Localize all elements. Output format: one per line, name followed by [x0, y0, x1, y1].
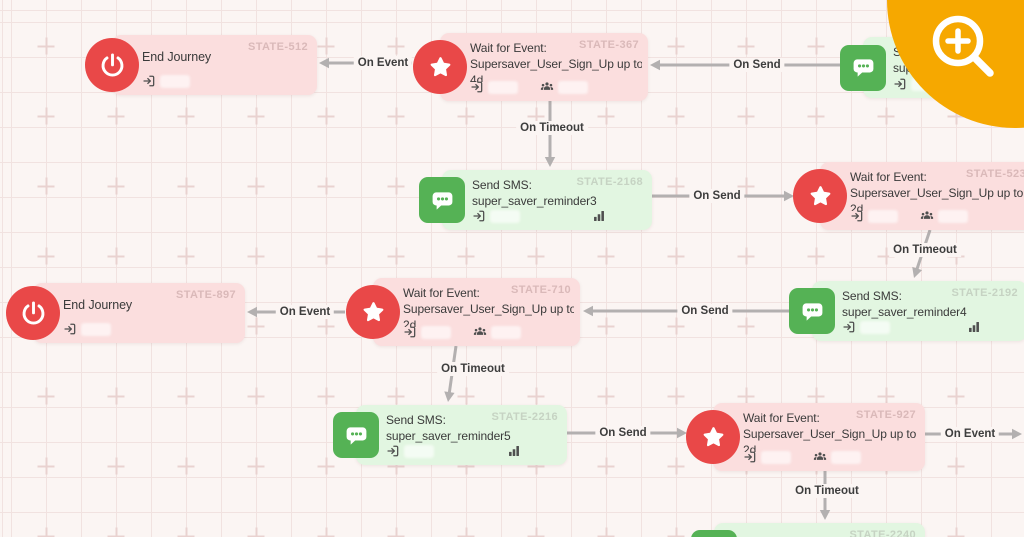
redacted-value — [421, 325, 451, 339]
users-icon — [920, 209, 934, 223]
chat-icon — [419, 177, 465, 223]
redacted-value — [831, 450, 861, 464]
node-state-id: STATE-710 — [510, 284, 571, 296]
node-title: Wait for Event:Supersaver_User_Sign_Up u… — [850, 170, 1024, 211]
enter-icon — [842, 320, 856, 334]
node-footer — [850, 209, 1024, 223]
power-icon — [6, 286, 60, 340]
node-title: Send SMS:super_saver_reminder4 — [842, 289, 967, 319]
node-footer — [386, 444, 557, 458]
chart-icon — [967, 320, 981, 334]
enter-icon — [472, 209, 486, 223]
flow-node-state-2216[interactable]: STATE-2216 Send SMS:super_saver_reminder… — [333, 405, 567, 465]
enter-icon — [743, 450, 757, 464]
redacted-value — [491, 325, 521, 339]
enter-icon — [470, 80, 484, 94]
node-state-id: STATE-897 — [175, 289, 236, 301]
redacted-value — [938, 209, 968, 223]
node-title: Wait for Event:Supersaver_User_Sign_Up u… — [470, 41, 642, 82]
enter-icon — [142, 74, 156, 88]
redacted-value — [404, 444, 434, 458]
flow-node-state-2168[interactable]: STATE-2168 Send SMS:super_saver_reminder… — [419, 170, 652, 230]
redacted-value — [860, 320, 890, 334]
node-state-id: STATE-2168 — [576, 176, 643, 188]
node-state-id: STATE-512 — [247, 41, 308, 53]
node-title: End Journey — [142, 50, 212, 64]
node-footer — [142, 74, 307, 88]
users-icon — [540, 80, 554, 94]
users-icon — [473, 325, 487, 339]
redacted-value — [490, 209, 520, 223]
chart-icon — [592, 209, 606, 223]
node-state-id: STATE-2240 — [849, 529, 916, 537]
redacted-value — [761, 450, 791, 464]
chat-icon — [789, 288, 835, 334]
enter-icon — [403, 325, 417, 339]
star-icon — [793, 169, 847, 223]
node-footer — [472, 209, 642, 223]
flow-node-state-367[interactable]: STATE-367 Wait for Event:Supersaver_User… — [413, 33, 648, 101]
redacted-value — [160, 74, 190, 88]
node-state-id: STATE-2192 — [951, 287, 1018, 299]
zoom-in-icon — [932, 15, 994, 77]
chart-icon — [507, 444, 521, 458]
chat-icon — [333, 412, 379, 458]
enter-icon — [63, 322, 77, 336]
flow-node-state-523[interactable]: STATE-523 Wait for Event:Supersaver_User… — [793, 162, 1024, 230]
node-title: Wait for Event:Supersaver_User_Sign_Up u… — [403, 286, 574, 327]
redacted-value — [558, 80, 588, 94]
flow-node-state-927[interactable]: STATE-927 Wait for Event:Supersaver_User… — [686, 403, 925, 471]
node-state-id: STATE-927 — [855, 409, 916, 421]
flow-node-state-710[interactable]: STATE-710 Wait for Event:Supersaver_User… — [346, 278, 580, 346]
flow-node-state-2192[interactable]: STATE-2192 Send SMS:super_saver_reminder… — [789, 281, 1024, 341]
power-icon — [85, 38, 139, 92]
redacted-value — [868, 209, 898, 223]
redacted-value — [488, 80, 518, 94]
star-icon — [686, 410, 740, 464]
node-footer — [743, 450, 915, 464]
chat-icon — [840, 44, 886, 91]
users-icon — [813, 450, 827, 464]
node-title: Wait for Event:Supersaver_User_Sign_Up u… — [743, 411, 917, 452]
enter-icon — [893, 77, 907, 91]
star-icon — [346, 285, 400, 339]
node-footer — [63, 322, 235, 336]
star-icon — [413, 40, 467, 94]
chat-icon — [691, 530, 737, 537]
flow-node-state-512[interactable]: STATE-512 End Journey — [85, 35, 317, 95]
node-title: End Journey — [63, 298, 133, 312]
flow-node-state-897[interactable]: STATE-897 End Journey — [6, 283, 245, 343]
node-state-id: STATE-2216 — [491, 411, 558, 423]
redacted-value — [81, 322, 111, 336]
node-title: Send SMS:super_saver_reminder5 — [386, 413, 511, 443]
flow-node-state-2240[interactable]: STATE-2240 — [691, 523, 925, 537]
node-state-id: STATE-523 — [965, 168, 1024, 180]
node-footer — [842, 320, 1017, 334]
node-footer — [470, 80, 638, 94]
node-footer — [403, 325, 570, 339]
enter-icon — [386, 444, 400, 458]
enter-icon — [850, 209, 864, 223]
node-title: Send SMS:super_saver_reminder3 — [472, 178, 597, 208]
